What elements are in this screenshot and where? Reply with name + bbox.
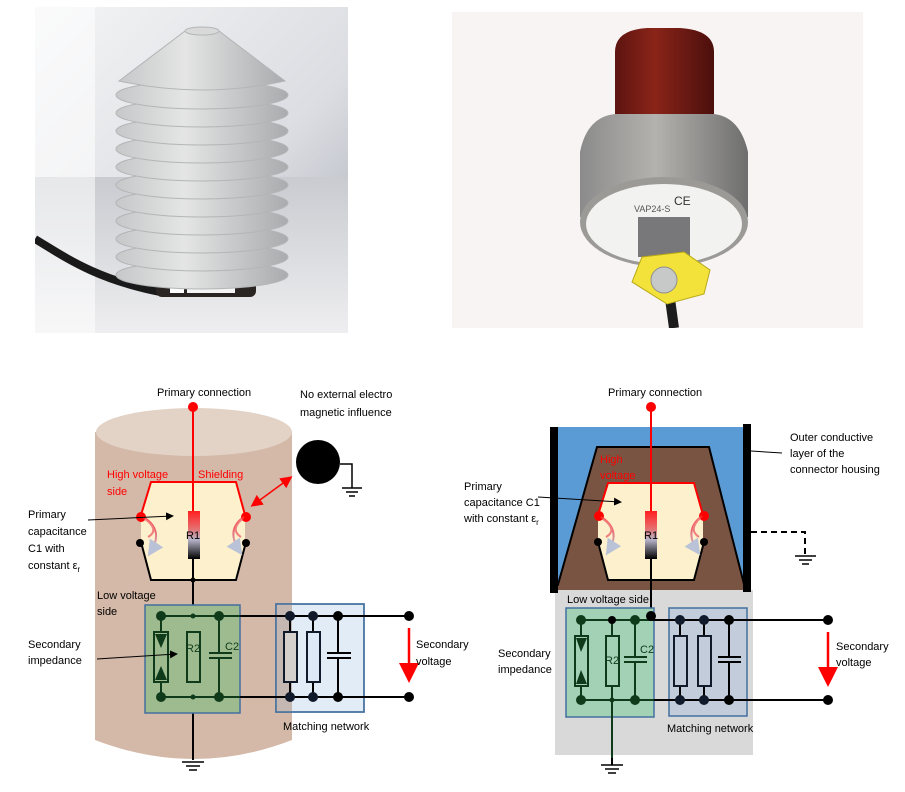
- dashed-ground-link: [751, 531, 806, 556]
- bolt-socket: [638, 217, 690, 257]
- primary-capacitance-label-3: with constant εr: [463, 513, 539, 527]
- secondary-impedance-label-2: impedance: [28, 655, 82, 667]
- lv-node-right: [700, 538, 708, 546]
- primary-capacitance-label-1: Primary: [28, 509, 66, 521]
- r1-label: R1: [644, 530, 658, 542]
- output-terminal-top: [823, 615, 833, 625]
- lv-node-left: [136, 539, 144, 547]
- ce-mark: CE: [674, 194, 691, 208]
- primary-terminal: [646, 402, 656, 412]
- output-terminal-bottom: [404, 692, 414, 702]
- low-voltage-side-label: Low voltage side: [567, 594, 649, 606]
- ground-symbol-icon: [182, 761, 204, 771]
- tvs-diode: [574, 635, 589, 687]
- outer-layer-left: [550, 427, 558, 593]
- primary-capacitance-pointer: [87, 512, 174, 521]
- outer-layer-label-1: Outer conductive: [790, 432, 873, 444]
- primary-terminal: [188, 402, 198, 412]
- low-voltage-side-label-1: Low voltage: [97, 590, 156, 602]
- primary-capacitance-label-2: capacitance: [28, 526, 87, 538]
- primary-capacitance-label-4: constant εr: [28, 560, 81, 574]
- type-label: VAP24-S: [634, 204, 670, 214]
- high-voltage-label-1: High: [600, 454, 623, 466]
- tvs-diode: [153, 631, 169, 683]
- c2-label: C2: [225, 641, 239, 653]
- ground-symbol-icon: [795, 555, 816, 565]
- field-line: [602, 518, 613, 538]
- r1-label: R1: [186, 530, 200, 542]
- r1-resistor: [188, 511, 200, 559]
- r1-resistor: [645, 511, 657, 559]
- high-voltage-label-2: voltage: [600, 470, 635, 482]
- bolt-head: [650, 266, 678, 294]
- outdoor-sensor-illustration: [35, 7, 348, 333]
- matching-resistor-1: [673, 635, 688, 687]
- r2-label: R2: [605, 655, 619, 667]
- outer-layer-label-2: layer of the: [790, 448, 844, 460]
- lv-node-right: [242, 539, 250, 547]
- output-terminal-bottom: [823, 695, 833, 705]
- voltage-sensor-illustration: VAP24-S CE: [452, 12, 863, 328]
- c2-label: C2: [640, 644, 654, 656]
- field-line: [144, 518, 155, 538]
- matching-resistor-2: [306, 631, 321, 683]
- no-external-label-1: No external electro: [300, 389, 392, 401]
- primary-connection-label: Primary connection: [608, 387, 702, 399]
- output-terminal-top: [404, 611, 414, 621]
- outer-layer-right: [743, 424, 751, 592]
- high-voltage-side-label-2: side: [107, 486, 127, 498]
- secondary-voltage-label-1: Secondary: [416, 639, 469, 651]
- primary-capacitance-label-2: capacitance C1: [464, 497, 540, 509]
- matching-resistor-2: [697, 635, 712, 687]
- cable: [35, 235, 161, 296]
- hv-node-right: [699, 511, 709, 521]
- primary-capacitance-label-1: Primary: [464, 481, 502, 493]
- secondary-impedance-label-1: Secondary: [28, 639, 81, 651]
- secondary-impedance-pointer: [96, 650, 178, 660]
- primary-capacitance-pointer: [537, 496, 622, 506]
- outer-layer-pointer: [750, 450, 783, 454]
- louver-fins: [115, 80, 289, 290]
- shielding-label: Shielding: [198, 469, 243, 481]
- r2-resistor: [605, 635, 620, 687]
- lv-node-left: [594, 538, 602, 546]
- matching-network-label: Matching network: [283, 721, 370, 733]
- secondary-impedance-label-2: impedance: [498, 664, 552, 676]
- secondary-voltage-label-2: voltage: [836, 657, 871, 669]
- outer-layer-label-3: connector housing: [790, 464, 880, 476]
- cone-top: [117, 30, 287, 91]
- hv-node-left: [594, 511, 604, 521]
- matching-network-label: Matching network: [667, 723, 754, 735]
- matching-resistor-1: [283, 631, 298, 683]
- field-line: [692, 517, 701, 538]
- r2-resistor: [186, 631, 201, 683]
- secondary-voltage-label-2: voltage: [416, 656, 451, 668]
- red-insulator: [615, 28, 714, 120]
- shielding-arrow: [250, 476, 293, 507]
- high-voltage-side-label-1: High voltage: [107, 469, 168, 481]
- no-external-label-2: magnetic influence: [300, 407, 392, 419]
- hv-node-right: [241, 512, 251, 522]
- ground-symbol-icon: [601, 764, 623, 774]
- photo-voltage-sensor: VAP24-S CE: [452, 12, 863, 328]
- right-diagram: R1 R2 C2: [463, 387, 889, 774]
- secondary-voltage-label-1: Secondary: [836, 641, 889, 653]
- primary-connection-label: Primary connection: [157, 387, 251, 399]
- left-diagram: R1: [28, 387, 469, 771]
- ground-symbol-icon: [342, 487, 362, 497]
- low-voltage-side-label-2: side: [97, 606, 117, 618]
- primary-capacitance-label-3: C1 with: [28, 543, 65, 555]
- photo-outdoor-sensor: [35, 7, 348, 333]
- r2-label: R2: [186, 643, 200, 655]
- secondary-impedance-label-1: Secondary: [498, 648, 551, 660]
- field-line: [234, 518, 243, 538]
- external-field-source-icon: [296, 440, 340, 484]
